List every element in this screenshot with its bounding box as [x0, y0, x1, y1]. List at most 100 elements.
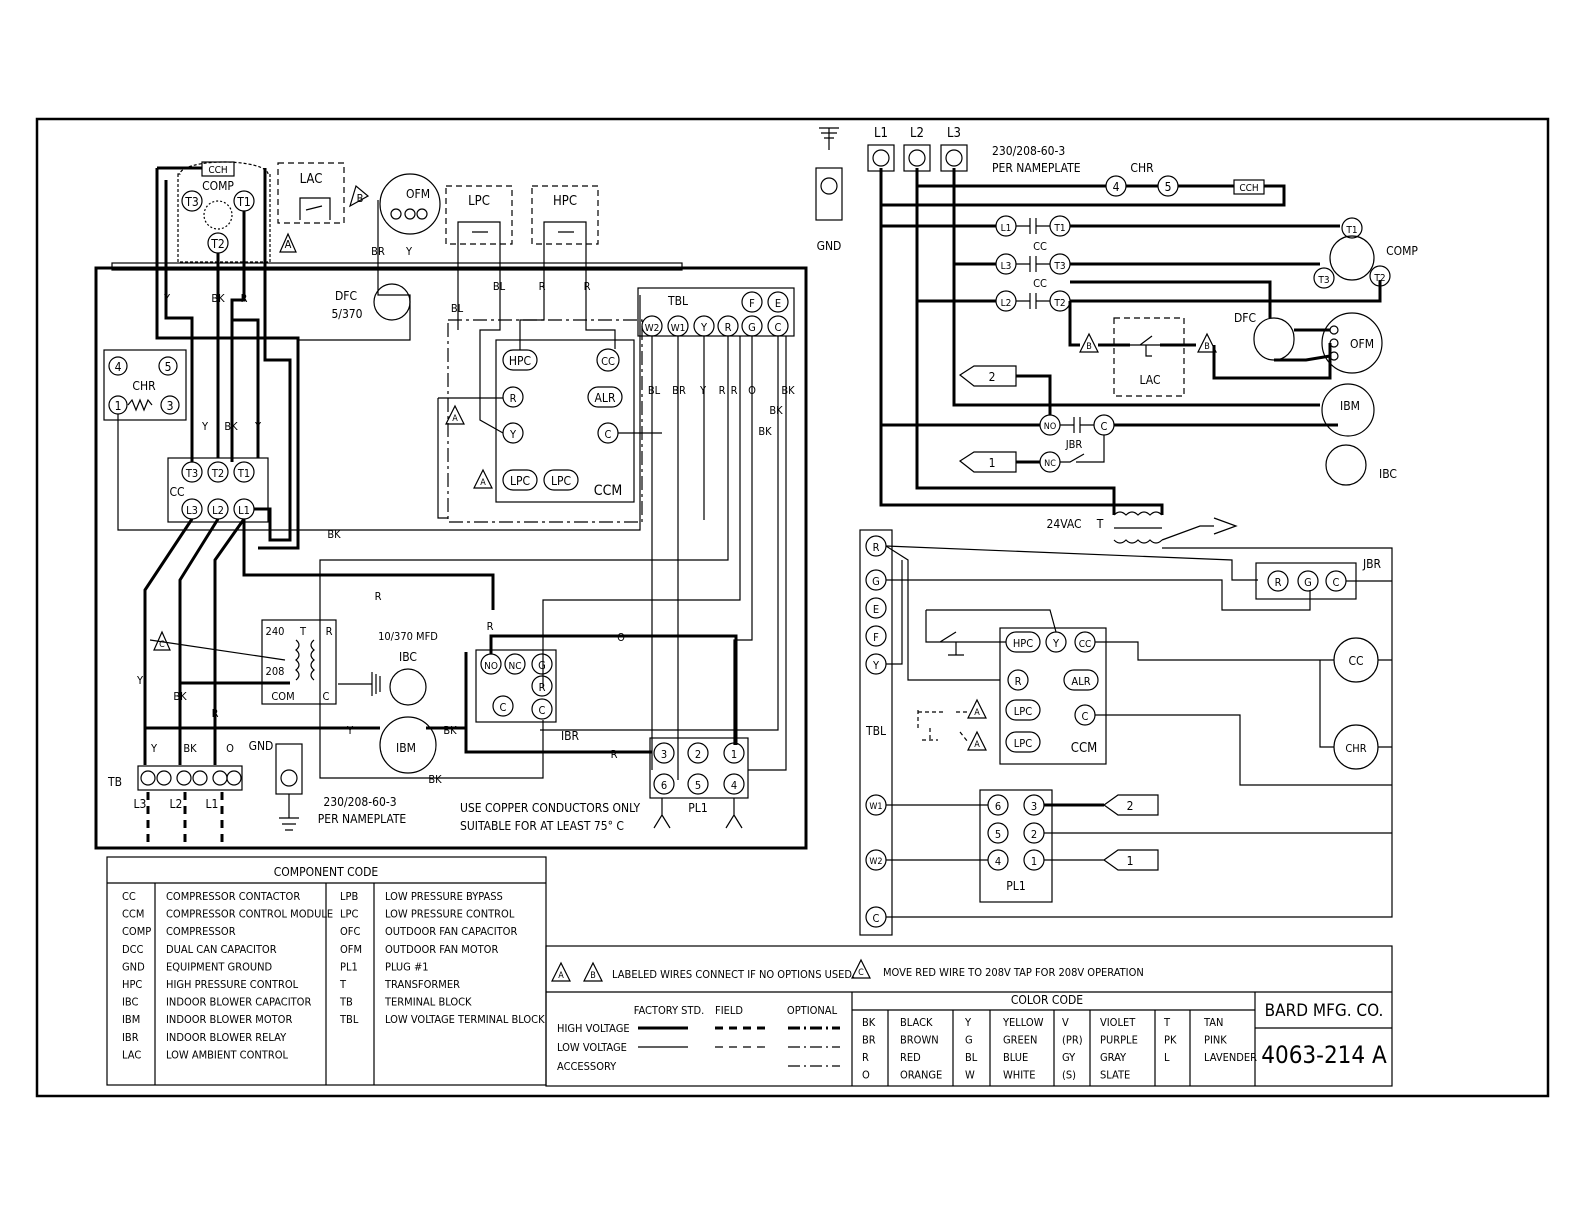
svg-text:ALR: ALR: [595, 391, 616, 405]
svg-text:C: C: [539, 704, 546, 717]
svg-text:BK: BK: [173, 690, 187, 703]
svg-text:C: C: [605, 428, 612, 441]
svg-text:B: B: [1086, 342, 1092, 352]
note-ab: LABELED WIRES CONNECT IF NO OPTIONS USED…: [612, 968, 855, 981]
svg-text:LPC: LPC: [1014, 737, 1032, 750]
right-tbl: TBL: [865, 724, 886, 738]
svg-text:Y: Y: [700, 321, 708, 334]
svg-text:T1: T1: [237, 467, 250, 480]
component-code: LAC: [122, 1048, 141, 1061]
svg-text:G: G: [748, 321, 756, 334]
svg-text:2: 2: [695, 748, 701, 761]
color-abbrev: (PR): [1062, 1034, 1083, 1047]
svg-text:5: 5: [1165, 180, 1172, 194]
svg-text:1: 1: [989, 456, 996, 470]
svg-text:E: E: [775, 297, 781, 310]
compressor-block: CCH COMP T3 T1 T2: [177, 161, 271, 263]
svg-text:CC: CC: [1033, 277, 1047, 290]
component-desc: COMPRESSOR: [166, 925, 236, 938]
svg-text:LPC: LPC: [1014, 705, 1032, 718]
notes-legend: A B LABELED WIRES CONNECT IF NO OPTIONS …: [545, 945, 1393, 1087]
component-code-title: COMPONENT CODE: [274, 865, 379, 879]
component-code: PL1: [340, 960, 358, 973]
company-name: BARD MFG. CO.: [1265, 1001, 1384, 1021]
color-name: ORANGE: [900, 1069, 942, 1082]
right-ofm: OFM: [1350, 337, 1374, 351]
component-code: CC: [122, 890, 136, 903]
svg-text:O: O: [226, 742, 234, 755]
color-name: BLUE: [1003, 1051, 1028, 1064]
drawing-border: [35, 117, 1550, 1098]
right-gnd: GND: [817, 239, 842, 253]
component-desc: LOW PRESSURE CONTROL: [385, 908, 515, 921]
svg-text:L3: L3: [1001, 261, 1012, 272]
color-abbrev: Y: [964, 1016, 972, 1029]
component-code: IBC: [122, 996, 139, 1009]
svg-text:A: A: [480, 478, 486, 488]
svg-text:Y: Y: [136, 674, 144, 687]
svg-text:BK: BK: [183, 742, 197, 755]
svg-text:G: G: [538, 659, 546, 672]
ofm-label: OFM: [406, 187, 430, 201]
color-name: PINK: [1204, 1034, 1227, 1047]
svg-text:R: R: [873, 541, 880, 554]
lpc-label: LPC: [468, 194, 490, 209]
component-desc: INDOOR BLOWER MOTOR: [166, 1013, 292, 1026]
tb-label: TB: [107, 775, 122, 789]
svg-text:C: C: [873, 912, 880, 925]
svg-text:R: R: [1275, 576, 1282, 589]
component-desc: DUAL CAN CAPACITOR: [166, 943, 277, 956]
svg-text:R: R: [326, 625, 333, 638]
svg-text:A: A: [452, 414, 458, 424]
svg-text:6: 6: [661, 779, 667, 792]
component-desc: OUTDOOR FAN MOTOR: [385, 943, 498, 956]
hpc-label: HPC: [553, 194, 577, 209]
svg-text:A: A: [558, 971, 564, 981]
lac-a-marker: A: [285, 238, 292, 251]
svg-text:R: R: [212, 707, 219, 720]
svg-text:6: 6: [995, 800, 1001, 813]
svg-text:1: 1: [1127, 854, 1134, 868]
color-name: TAN: [1203, 1016, 1223, 1029]
svg-text:Y: Y: [699, 384, 707, 397]
component-desc: LOW PRESSURE BYPASS: [385, 890, 503, 903]
svg-text:BK: BK: [428, 773, 442, 786]
right-comp: COMP: [1386, 244, 1418, 258]
svg-text:BL: BL: [451, 302, 464, 315]
svg-text:4: 4: [995, 855, 1001, 868]
cch-label: CCH: [208, 165, 227, 176]
right-ibm: IBM: [1340, 399, 1360, 413]
svg-text:R: R: [725, 321, 732, 334]
tbl-label: TBL: [667, 294, 688, 308]
dfc-label: DFC: [335, 289, 357, 303]
svg-text:FACTORY STD.: FACTORY STD.: [634, 1004, 704, 1017]
svg-text:L2: L2: [212, 504, 224, 517]
color-abbrev: G: [965, 1034, 973, 1047]
svg-text:5: 5: [165, 360, 172, 374]
svg-text:C: C: [500, 701, 507, 714]
svg-text:FIELD: FIELD: [715, 1004, 743, 1017]
component-desc: INDOOR BLOWER CAPACITOR: [166, 996, 311, 1009]
copper-note-1: USE COPPER CONDUCTORS ONLY: [460, 801, 641, 815]
svg-text:R: R: [539, 280, 546, 293]
svg-text:T: T: [1096, 517, 1104, 531]
component-desc: LOW AMBIENT CONTROL: [166, 1048, 288, 1061]
color-code-title: COLOR CODE: [1011, 993, 1083, 1007]
component-code: CCM: [122, 908, 144, 921]
svg-text:L1: L1: [238, 504, 250, 517]
svg-text:T3: T3: [184, 195, 198, 209]
svg-text:LOW VOLTAGE: LOW VOLTAGE: [557, 1041, 627, 1054]
svg-text:Y: Y: [201, 420, 209, 433]
svg-text:Y: Y: [509, 428, 517, 441]
ladder-diagram: L1 L2 L3 230/208-60-3 PER NAMEPLATE GND …: [815, 126, 1418, 936]
svg-text:1: 1: [731, 748, 737, 761]
svg-text:G: G: [872, 575, 880, 588]
color-name: GREEN: [1003, 1034, 1037, 1047]
svg-text:W1: W1: [869, 802, 882, 812]
svg-text:L2: L2: [1001, 298, 1012, 309]
svg-text:R: R: [510, 392, 517, 405]
svg-text:BK: BK: [327, 528, 341, 541]
right-nameplate: PER NAMEPLATE: [992, 161, 1081, 175]
